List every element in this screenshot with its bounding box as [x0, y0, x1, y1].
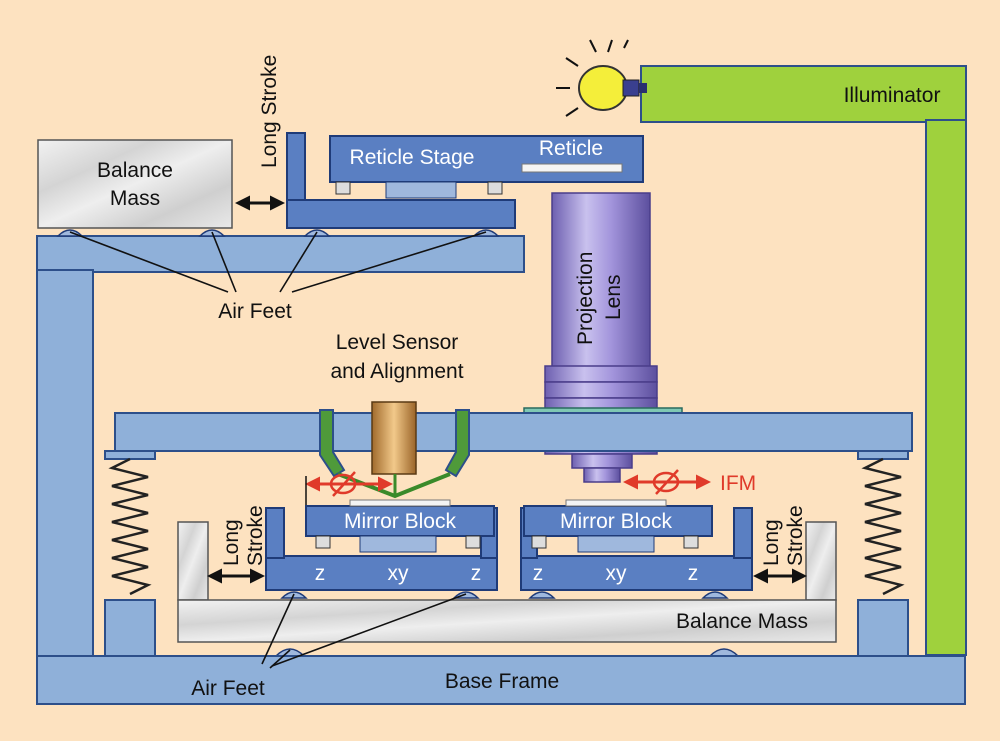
metrology-frame: [114, 412, 913, 452]
left-axis-z2-label: z: [471, 562, 482, 585]
reticle-bearings: [335, 181, 503, 199]
spring-support-right: [857, 599, 909, 657]
long-stroke-top-label: Long Stroke: [258, 55, 281, 168]
wafer-stage-right: [520, 499, 753, 591]
air-feet-bottom-label: Air Feet: [191, 677, 265, 700]
reticle-plate: [521, 163, 623, 173]
ifm-label: IFM: [720, 472, 756, 495]
level-sensor-label-2: and Alignment: [330, 360, 463, 383]
projection-lens-label-1: Projection: [574, 252, 597, 345]
left-column: [36, 269, 94, 661]
mirror-block-left-label: Mirror Block: [344, 510, 457, 533]
illuminator-label: Illuminator: [844, 84, 941, 107]
balance-mass-left-wall: [177, 521, 209, 601]
balance-mass-top: [37, 139, 233, 229]
air-feet-stage: [280, 591, 729, 599]
balance-mass-top-label-2: Mass: [110, 187, 160, 210]
air-feet-top-leaders: [69, 231, 487, 293]
spring-right: [857, 450, 909, 596]
left-axis-z1-label: z: [315, 562, 326, 585]
air-feet-bottom-leaders: [261, 593, 467, 669]
illuminator-frame: [640, 65, 967, 656]
balance-mass-top-label-1: Balance: [97, 159, 173, 182]
long-stroke-right-label-1: Long: [760, 519, 783, 566]
base-frame: [36, 655, 966, 705]
wafer-stage-left: [265, 499, 498, 591]
spring-left: [104, 450, 156, 596]
air-feet-top: [56, 229, 500, 237]
light-bulb-icon: [556, 39, 647, 117]
balance-mass-bottom-label: Balance Mass: [676, 610, 808, 633]
upper-frame: [36, 235, 525, 273]
air-feet-base: [274, 648, 740, 657]
reticle-stage: [329, 135, 644, 183]
base-frame-label: Base Frame: [445, 670, 559, 693]
long-stroke-left-label-2: Stroke: [244, 505, 267, 566]
reticle-label: Reticle: [539, 137, 603, 160]
reticle-long-stroke-carrier: [286, 132, 516, 229]
right-axis-z1-label: z: [533, 562, 544, 585]
long-stroke-right-label-2: Stroke: [784, 505, 807, 566]
ifm-arrow-left: [305, 471, 393, 497]
balance-mass-right-wall: [805, 521, 837, 601]
left-axis-xy-label: xy: [388, 562, 410, 585]
projection-lens-label-2: Lens: [602, 274, 625, 320]
right-axis-z2-label: z: [688, 562, 699, 585]
spring-support-left: [104, 599, 156, 657]
right-axis-xy-label: xy: [606, 562, 628, 585]
level-sensor-label-1: Level Sensor: [336, 331, 459, 354]
mirror-block-right-label: Mirror Block: [560, 510, 673, 533]
level-sensor-unit: [319, 401, 470, 499]
reticle-stage-label: Reticle Stage: [350, 146, 475, 169]
air-feet-top-label: Air Feet: [218, 300, 292, 323]
ifm-arrow-right: [623, 469, 711, 495]
long-stroke-left-label-1: Long: [220, 519, 243, 566]
